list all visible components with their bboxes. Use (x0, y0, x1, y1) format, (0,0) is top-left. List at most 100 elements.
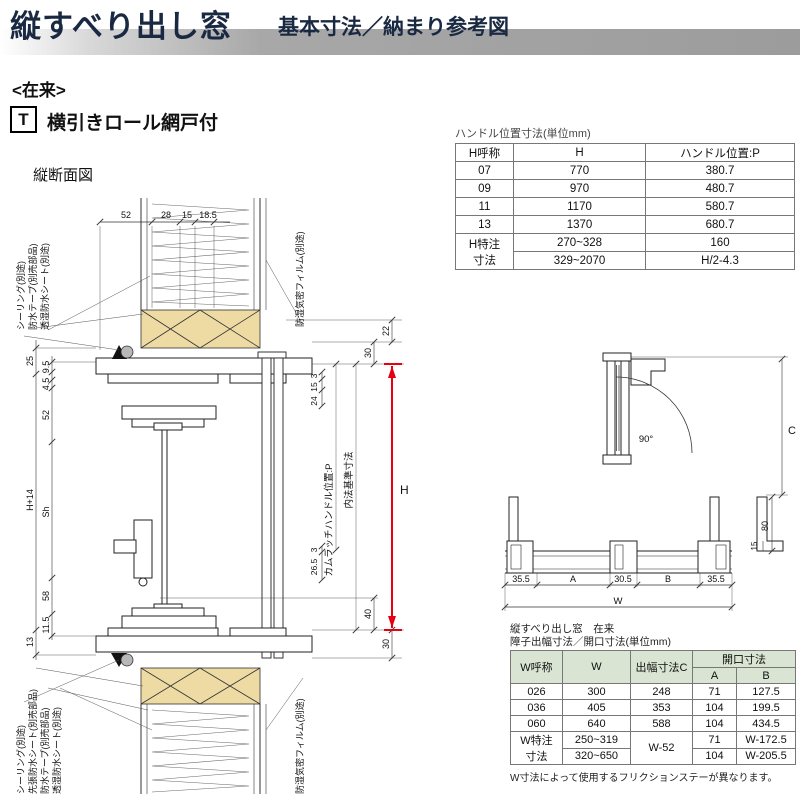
dim-label: W (614, 596, 623, 607)
dim-label: 15 (182, 210, 192, 220)
projection-detail (756, 496, 784, 552)
handle-table-title: ハンドル位置寸法(単位mm) (455, 128, 591, 140)
cell: 970 (513, 179, 646, 198)
wall-top (140, 198, 267, 310)
dim-label: 52 (121, 210, 131, 220)
dim-label: 11.5 (41, 617, 51, 634)
wall-bottom (140, 704, 267, 794)
dim-label: 52 (41, 410, 51, 420)
cell: 104 (692, 699, 737, 716)
lumber-top (140, 309, 261, 349)
zairai-label: <在来> (12, 81, 66, 100)
cell: 026 (510, 683, 563, 700)
cell: 588 (630, 715, 693, 732)
table-row: 026 300 248 71 127.5 (510, 683, 796, 700)
dim-left (32, 340, 96, 660)
dim-label: 9.5 (41, 361, 51, 374)
insulation-bottom (151, 709, 250, 793)
table-row: 11 1170 580.7 (455, 197, 795, 216)
part-label: 防湿気密フィルム(別途) (294, 231, 305, 327)
camlatch-handle (113, 519, 153, 587)
cell: 320~650 (562, 747, 631, 765)
insulation-top (151, 203, 250, 307)
dim-label: Sh (41, 506, 51, 517)
special-label-line1: H特注 (468, 238, 501, 251)
cell: 199.5 (736, 699, 796, 716)
cell: 11 (455, 197, 514, 216)
dim-label: 22 (381, 326, 391, 336)
cell: 300 (562, 683, 631, 700)
cell: 380.7 (645, 161, 795, 180)
cell: W-205.5 (736, 747, 796, 765)
dim-label: 15 (750, 541, 759, 550)
lumber-bottom (140, 667, 261, 705)
leader-lines (23, 259, 304, 731)
frame-head-plan (630, 358, 666, 386)
part-label: 防水テープ(別売部品) (27, 244, 38, 330)
swing-arc (615, 376, 693, 454)
dim-label: 25 (25, 356, 35, 366)
special-label-line2: 寸法 (473, 254, 496, 267)
cell: 71 (692, 683, 737, 700)
cell: 127.5 (736, 683, 796, 700)
dim-label: 28 (161, 210, 171, 220)
cell: 160 (645, 233, 795, 252)
backer-rod-top (120, 345, 134, 359)
cell: H/2-4.3 (645, 251, 795, 270)
cell: W-172.5 (736, 731, 796, 749)
part-label: 透湿防水シート(別途) (39, 243, 50, 330)
dim-table-title2: 障子出幅寸法／開口寸法(単位mm) (510, 635, 671, 648)
dim-label: 26.5 (309, 558, 319, 575)
cell: 329~2070 (513, 251, 646, 270)
table-row-special: 320~650 104 W-205.5 (511, 747, 796, 765)
cell: 104 (692, 747, 737, 765)
table-row: 09 970 480.7 (455, 179, 795, 198)
table-row: 07 770 380.7 (455, 161, 795, 180)
h-dimension-arrow (384, 363, 402, 631)
dim-label: 80 (760, 521, 770, 531)
dim-label: 35.5 (707, 574, 725, 584)
angle-label: 90° (639, 434, 654, 445)
table-row-special: 329~2070 H/2-4.3 (456, 251, 795, 270)
page-title: 縦すべり出し窓 (10, 9, 232, 44)
rotated-label: カムラッチハンドル位置:P (323, 463, 335, 576)
special-label-cell: W特注 寸法 (510, 731, 563, 765)
mullion (609, 540, 638, 574)
handle-table-block: ハンドル位置寸法(単位mm) H呼称 H ハンドル位置:P 07 770 380… (455, 125, 795, 270)
header-gradient-bar (0, 29, 800, 55)
dim-label: 30.5 (614, 574, 632, 584)
table-header-row2: A B (511, 667, 796, 684)
table-header-row: W呼称 W 出幅寸法C 開口寸法 (510, 650, 796, 684)
cell: 680.7 (645, 215, 795, 234)
cell: 248 (630, 683, 693, 700)
dim-label: C (788, 425, 796, 437)
special-label-cell: H特注 寸法 (455, 233, 514, 270)
col-header-hname: H呼称 (455, 143, 514, 162)
dim-label: 30 (381, 639, 391, 649)
type-letter-box: T (10, 106, 37, 133)
dim-label: 58 (41, 591, 51, 601)
part-label: シーリング(別途) (15, 261, 26, 330)
dim-label: H+14 (25, 489, 35, 511)
cell: 353 (630, 699, 693, 716)
part-label: シーリング(別途) (15, 725, 26, 794)
cell: 640 (562, 715, 631, 732)
col-header-c: 出幅寸法C (630, 650, 693, 684)
cell: 13 (455, 215, 514, 234)
cell: 270~328 (513, 233, 646, 252)
horizontal-section-drawing: 90° C 80 15 (501, 352, 796, 611)
roll-screen-track (257, 351, 287, 659)
dim-label: A (570, 574, 576, 584)
rotated-label: 内法基準寸法 (343, 451, 355, 508)
cell: 104 (692, 715, 737, 732)
dim-label: B (665, 574, 671, 584)
dim-label: 35.5 (512, 574, 530, 584)
cell: 07 (455, 161, 514, 180)
sill-frame (95, 627, 313, 667)
dim-top (96, 218, 230, 350)
col-header-h: H (513, 143, 646, 162)
cell: 060 (510, 715, 563, 732)
dim-label: 3 (309, 373, 319, 378)
type-label: 横引きロール網戸付 (47, 113, 219, 134)
col-header-w: W (562, 650, 631, 684)
